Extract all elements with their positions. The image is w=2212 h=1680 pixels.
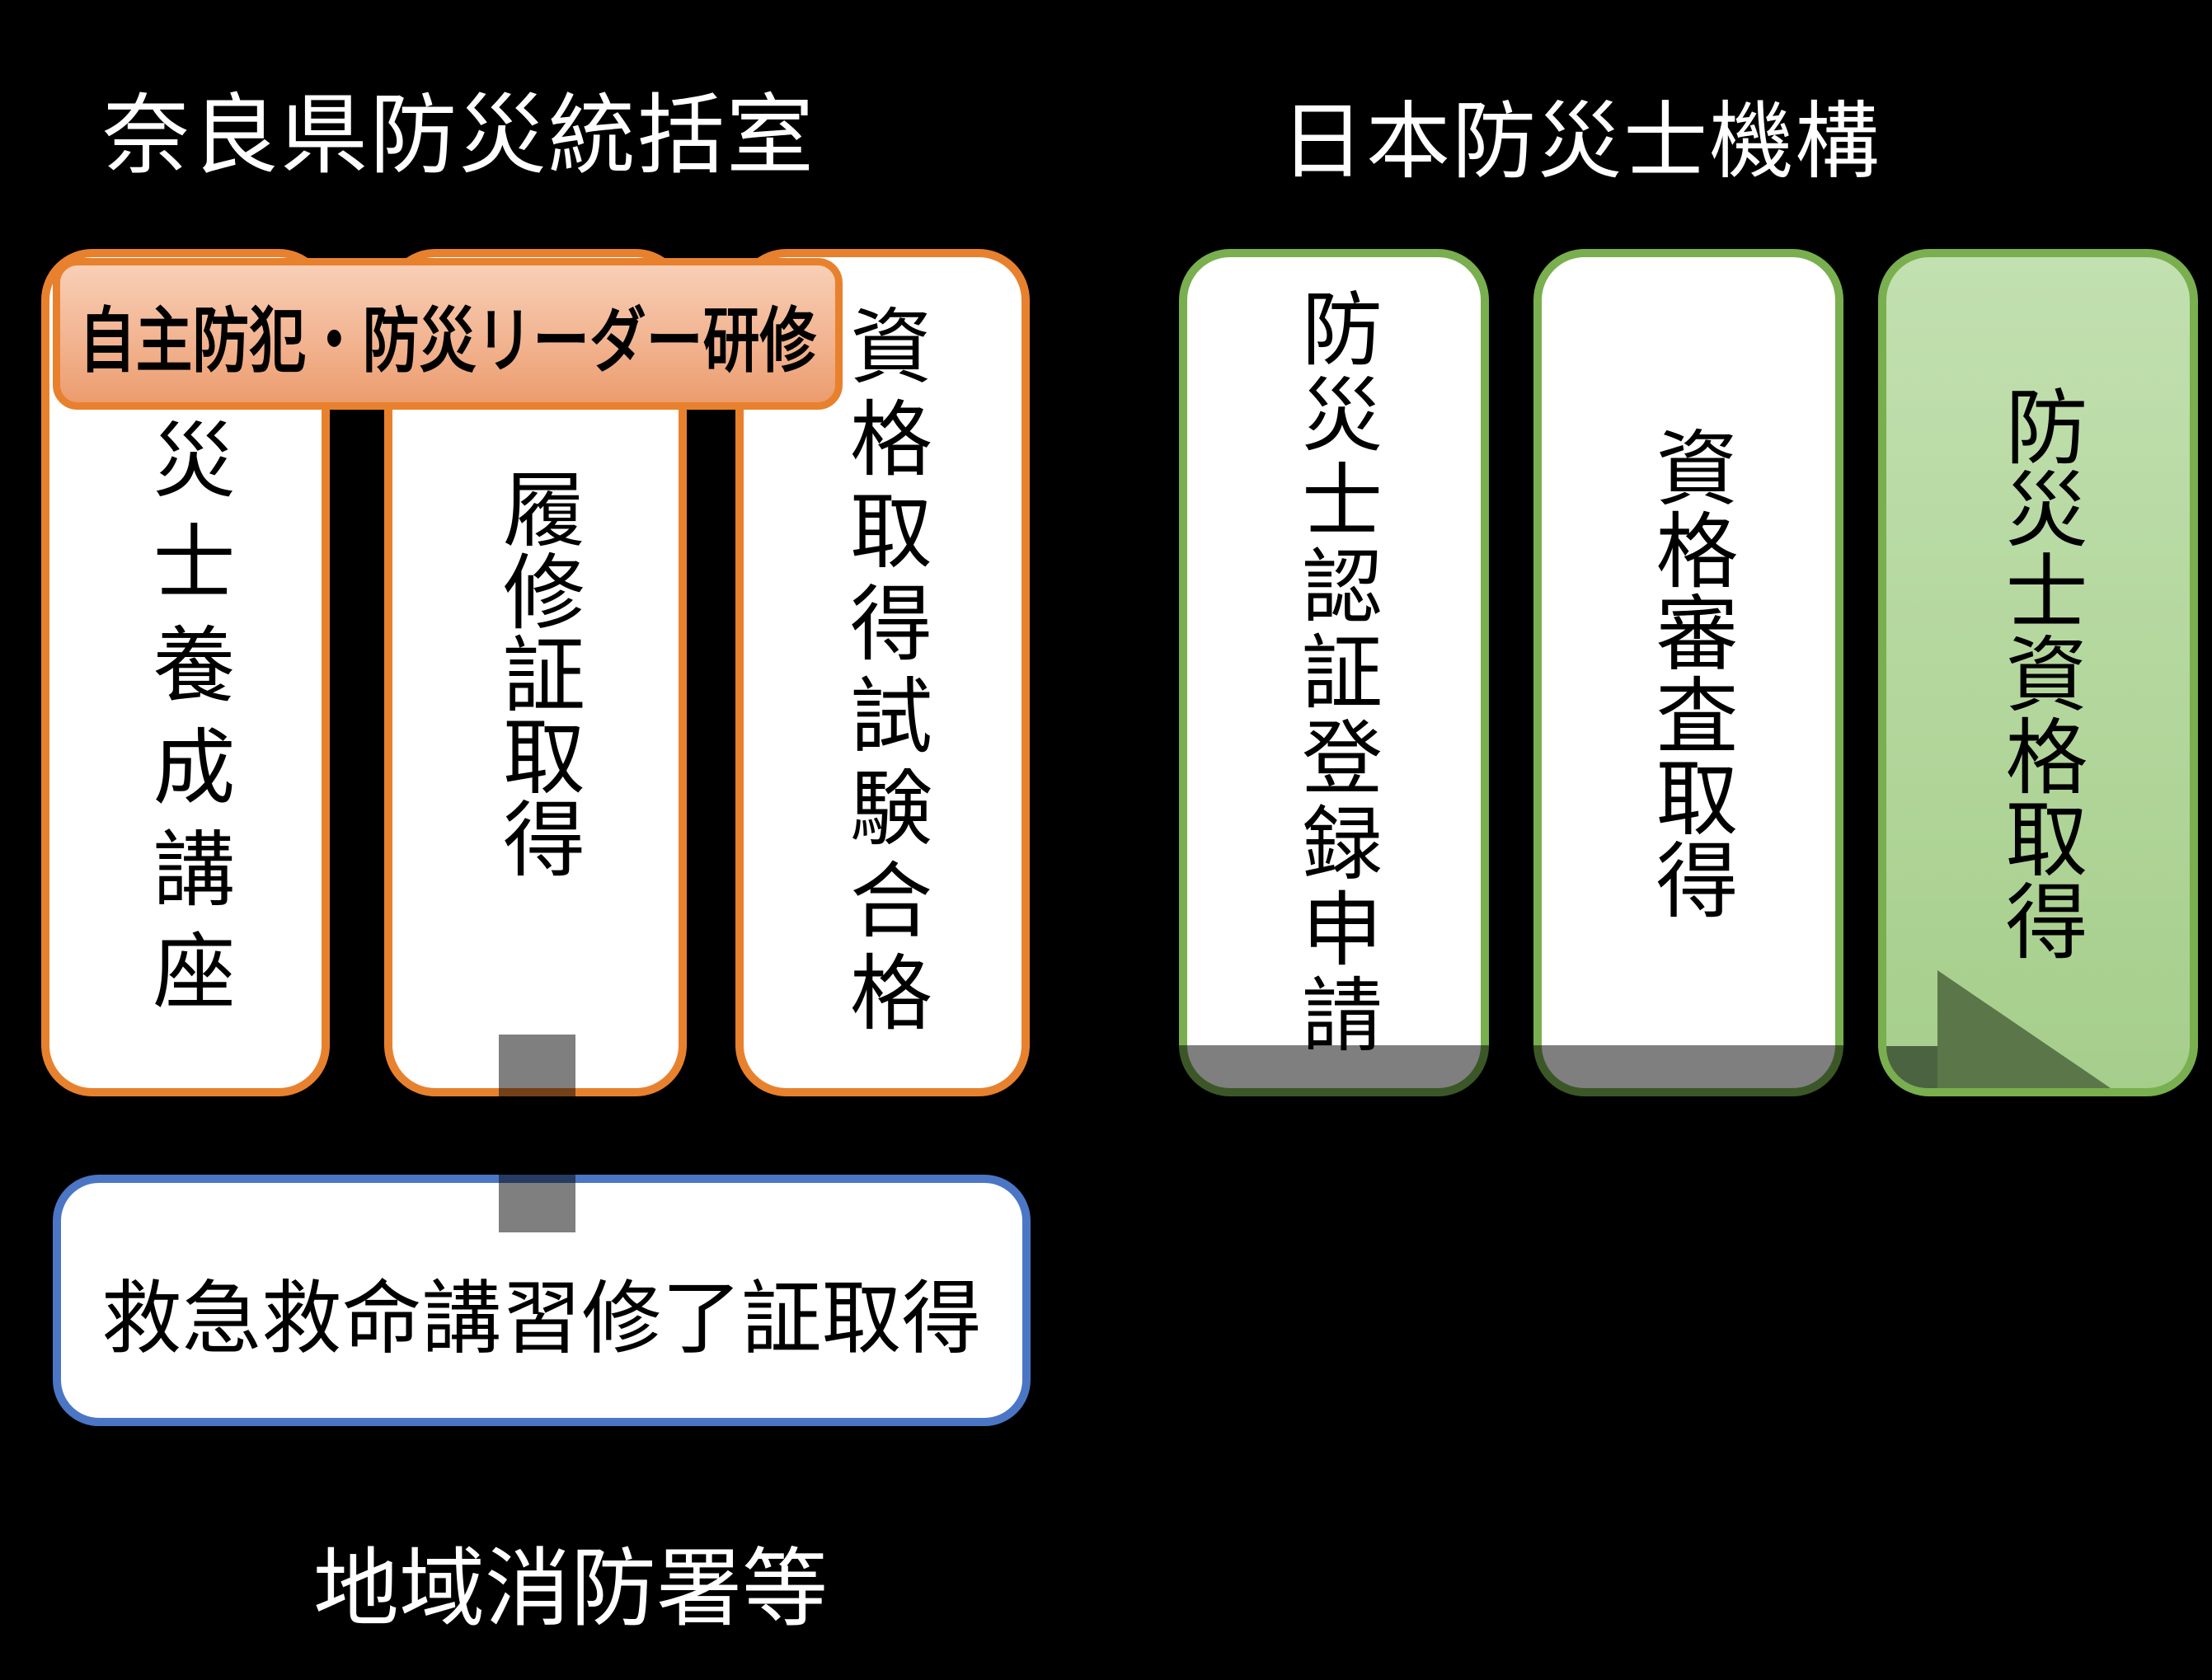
step-box-exam-pass-label: 資格取得試験合格 — [837, 303, 929, 1042]
step-box-screening-label: 資格審査取得 — [1643, 425, 1735, 920]
right-org-heading: 日本防災士機構 — [1280, 96, 1881, 190]
step-box-training-course-label: 防災士養成講座 — [140, 315, 232, 1030]
step-box-registration-application-label: 防災士認証登録申請 — [1289, 287, 1378, 1058]
step-box-completion-certificate-label: 履修証取得 — [490, 467, 582, 879]
shadow-band — [1179, 1045, 1489, 1096]
connector-bar — [499, 1035, 575, 1232]
left-org-heading: 奈良県防災統括室 — [102, 88, 815, 185]
first-aid-box-label: 救急救命講習修了証取得 — [101, 1275, 982, 1363]
shadow-band — [1533, 1045, 1843, 1096]
step-box-registration-application: 防災士認証登録申請 — [1179, 249, 1489, 1096]
footer-label: 地域消防署等 — [313, 1542, 829, 1637]
step-box-screening: 資格審査取得 — [1533, 249, 1843, 1096]
step-box-qualification-obtained: 防災士資格取得 — [1878, 249, 2198, 1096]
leader-training-banner-label: 自主防犯・防災リーダー研修 — [78, 301, 817, 381]
leader-training-banner: 自主防犯・防災リーダー研修 — [53, 258, 843, 410]
step-box-qualification-obtained-label: 防災士資格取得 — [1993, 384, 2084, 961]
